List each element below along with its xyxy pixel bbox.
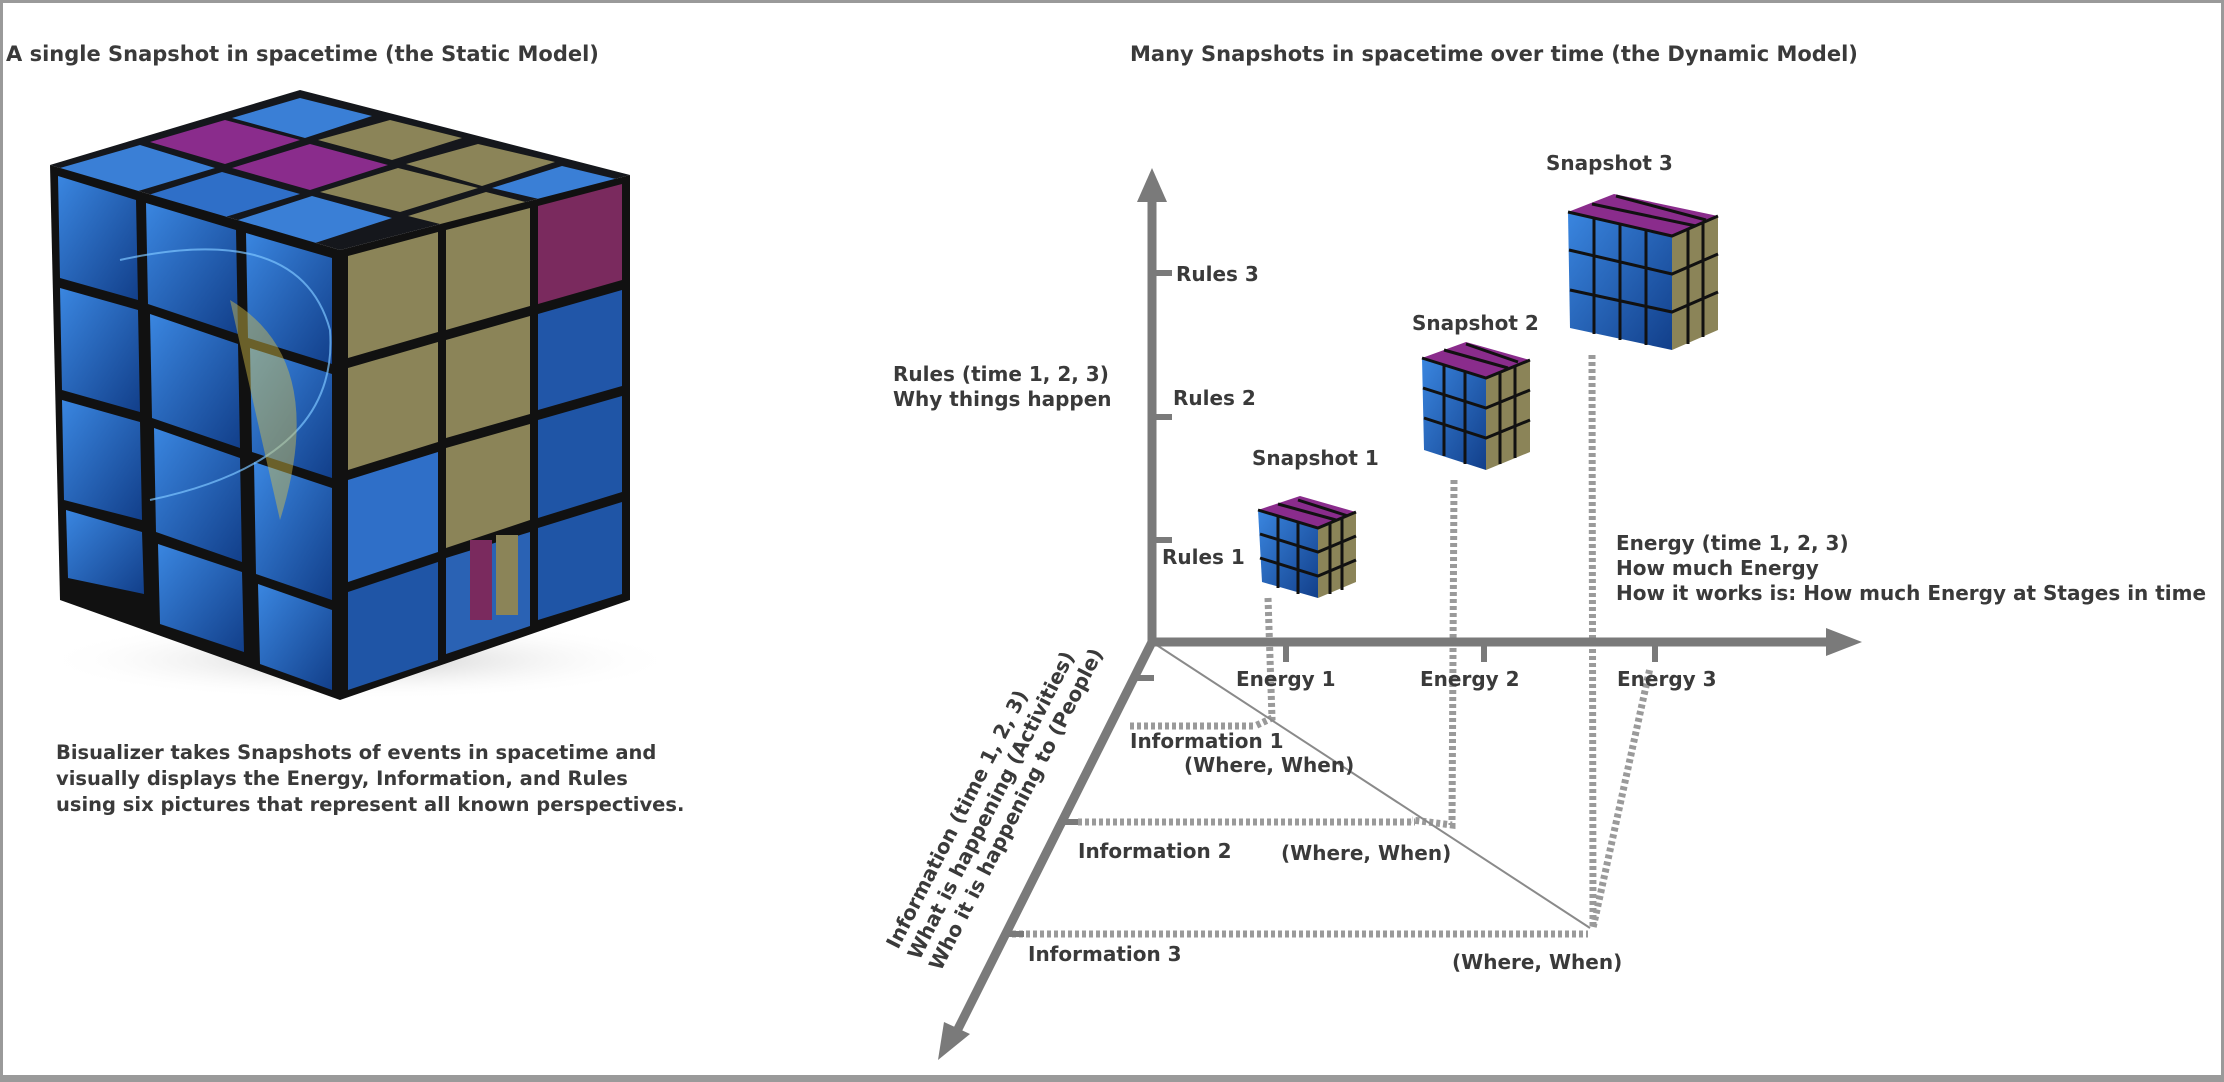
axis-ticks [1004, 270, 1658, 937]
rules-axis-title-line-2: Why things happen [893, 387, 1112, 411]
snapshot-1-cube-image [1257, 496, 1357, 598]
snapshot-1-label: Snapshot 1 [1252, 446, 1379, 470]
rules-1-label: Rules 1 [1162, 545, 1245, 569]
snapshot-3-label: Snapshot 3 [1546, 151, 1673, 175]
snapshot-2-label: Snapshot 2 [1412, 311, 1539, 335]
static-model-caption: Bisualizer takes Snapshots of events in … [56, 740, 776, 818]
static-model-title: A single Snapshot in spacetime (the Stat… [6, 42, 599, 66]
rules-3-label: Rules 3 [1176, 262, 1259, 286]
rules-axis-arrow [1137, 168, 1167, 202]
static-snapshot-cube-image [40, 90, 680, 700]
rules-axis-title-line-1: Rules (time 1, 2, 3) [893, 362, 1109, 386]
energy-2-label: Energy 2 [1420, 667, 1520, 691]
information-2-label: Information 2 [1078, 839, 1232, 863]
caption-line-1: Bisualizer takes Snapshots of events in … [56, 741, 657, 764]
dynamic-model-title: Many Snapshots in spacetime over time (t… [1130, 42, 1858, 66]
rules-2-label: Rules 2 [1173, 386, 1256, 410]
information-axis-title-line-2: What is happening (Activities) [902, 647, 1079, 963]
information-axis-line [950, 639, 1157, 1038]
projection-lines [1012, 354, 1654, 938]
information-1-where-when: (Where, When) [1184, 753, 1354, 777]
axes [938, 168, 1862, 1060]
information-3-label: Information 3 [1028, 942, 1182, 966]
energy-1-label: Energy 1 [1236, 667, 1336, 691]
energy-axis-title-line-1: Energy (time 1, 2, 3) [1616, 531, 1849, 555]
caption-line-3: using six pictures that represent all kn… [56, 793, 685, 816]
energy-axis-title-line-2: How much Energy [1616, 556, 1819, 580]
caption-line-2: visually displays the Energy, Informatio… [56, 767, 628, 790]
energy-axis-title-line-3: How it works is: How much Energy at Stag… [1616, 581, 2206, 605]
information-axis-arrow [938, 1022, 970, 1060]
energy-3-label: Energy 3 [1617, 667, 1717, 691]
snapshot-2-cube-image [1421, 342, 1531, 470]
information-3-where-when: (Where, When) [1452, 950, 1622, 974]
information-1-label: Information 1 [1130, 729, 1284, 753]
snapshot-3-cube-image [1567, 194, 1719, 350]
information-guide-line [1151, 641, 1591, 929]
energy-axis-arrow [1826, 628, 1862, 656]
information-2-where-when: (Where, When) [1281, 841, 1451, 865]
